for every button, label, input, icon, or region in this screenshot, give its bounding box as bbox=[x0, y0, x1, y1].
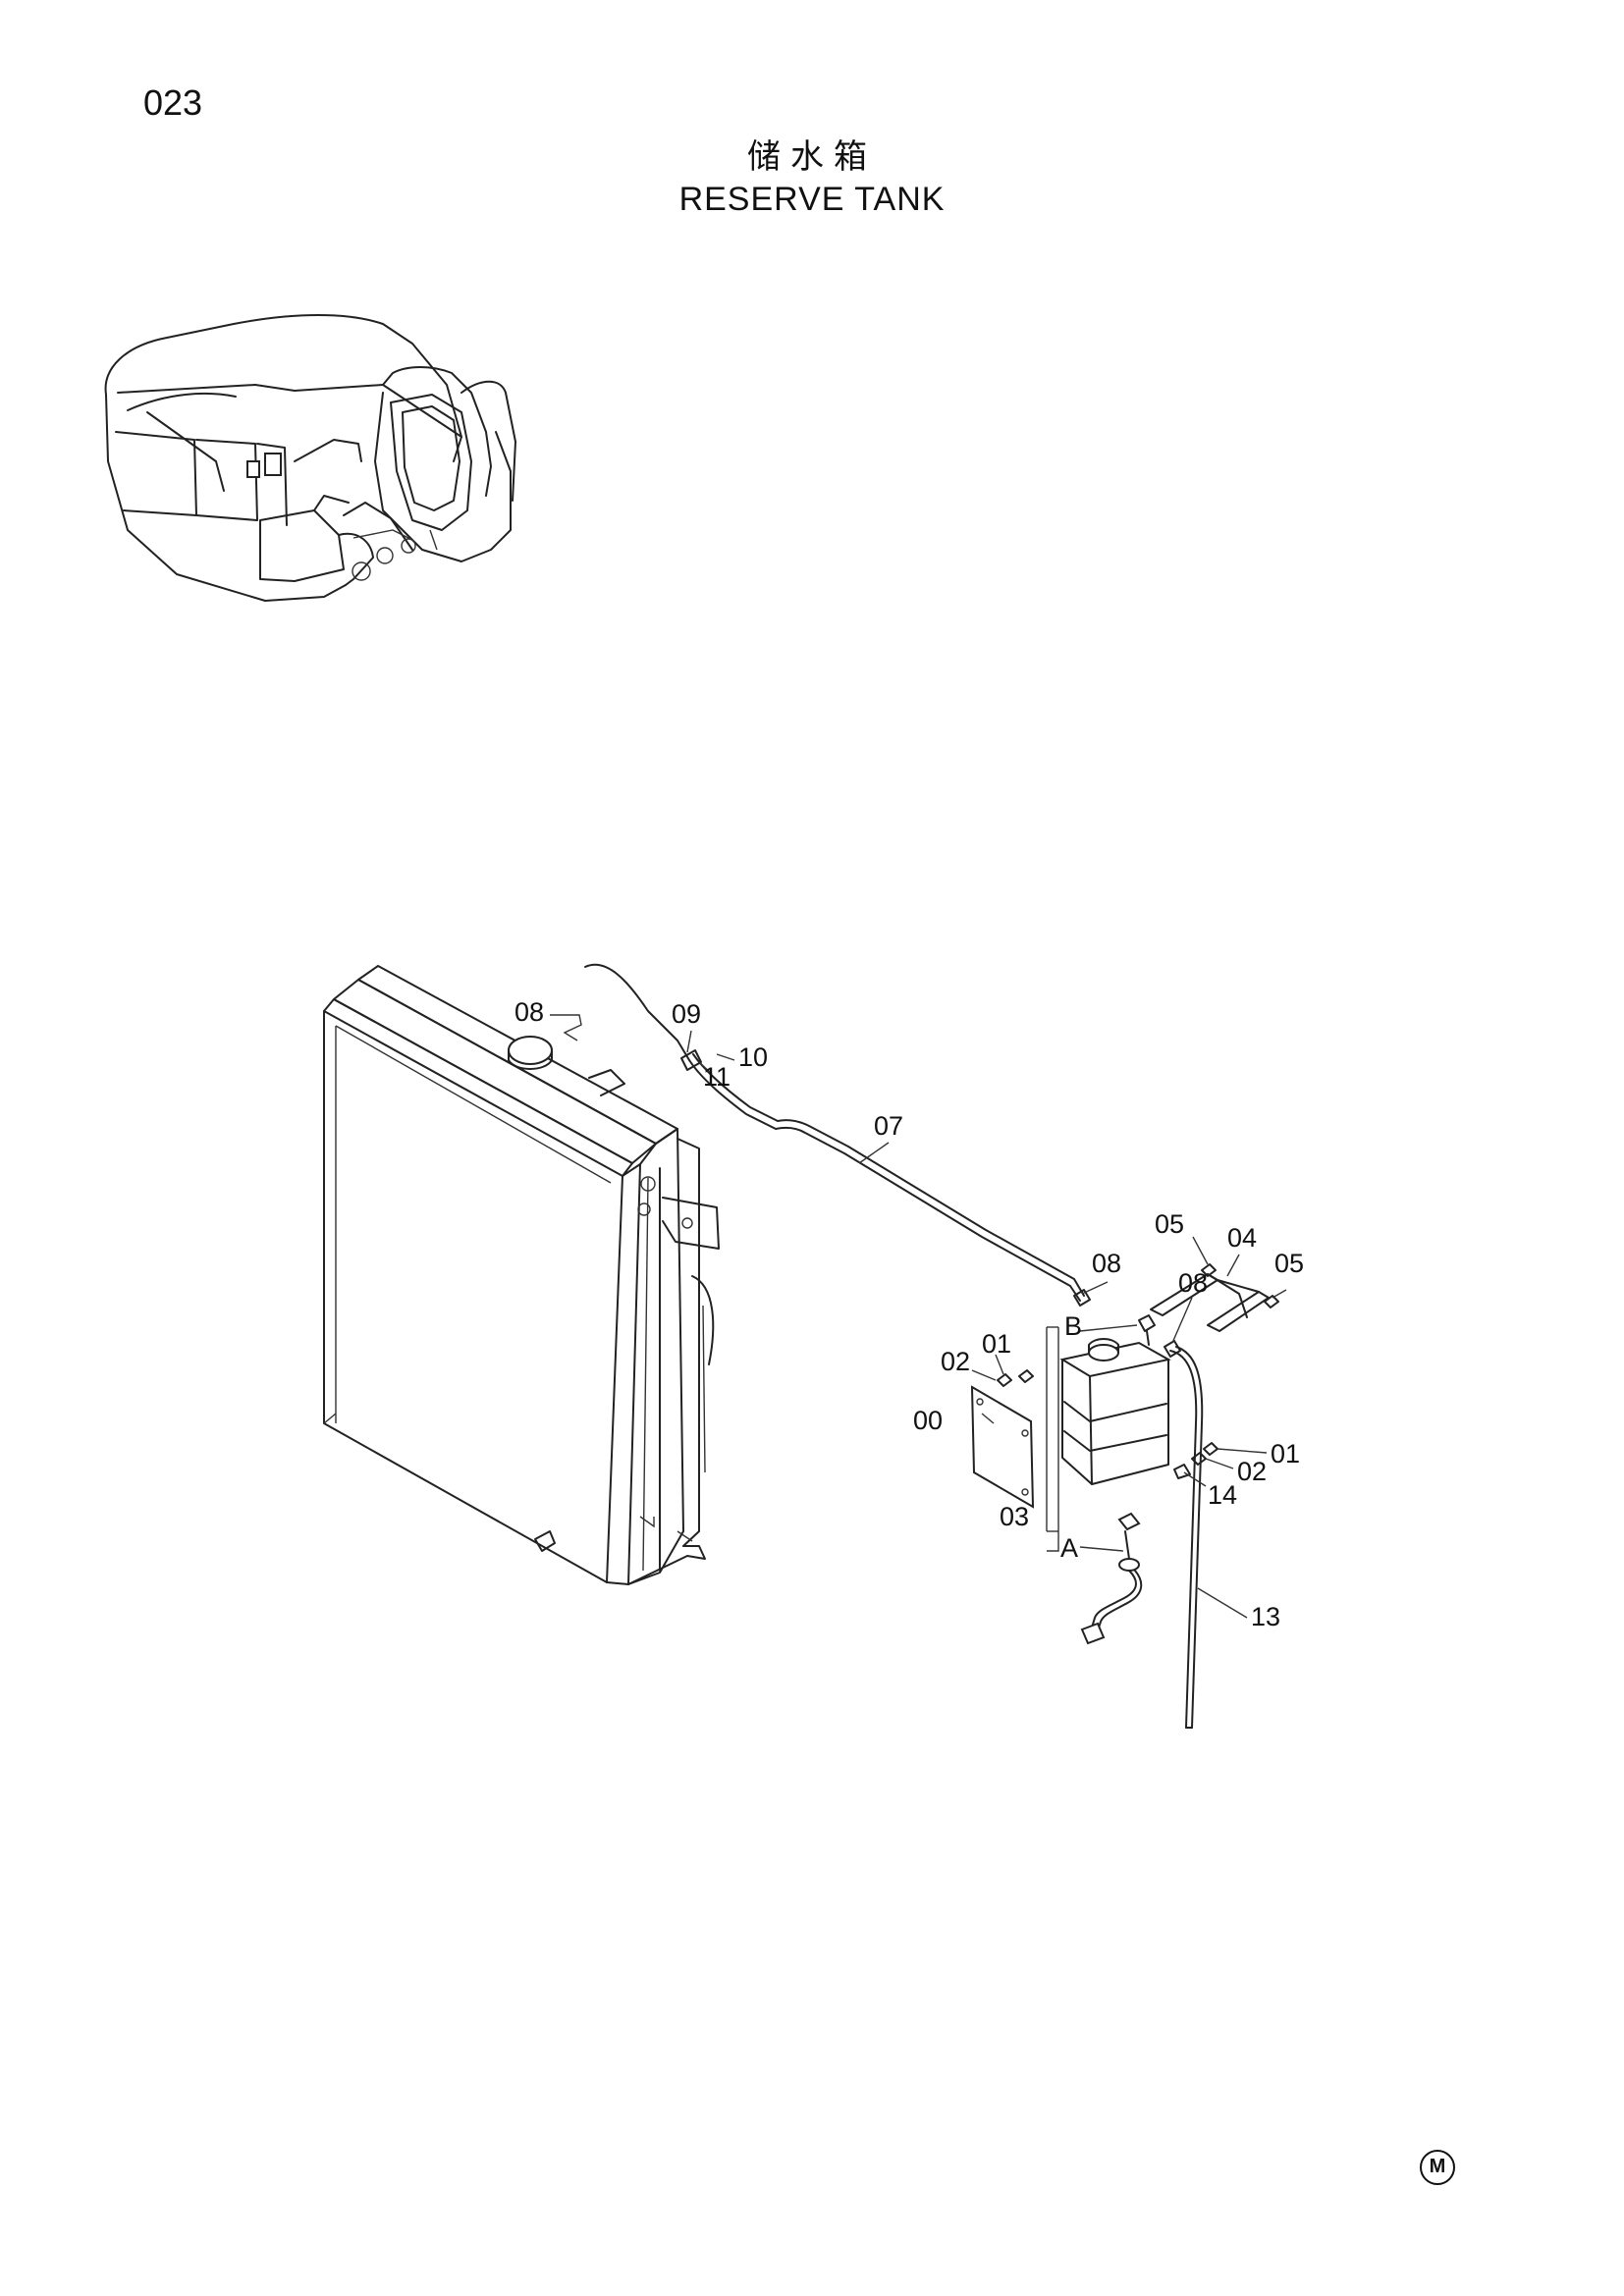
reserve-tank bbox=[970, 1263, 1279, 1729]
callout-01-right: 01 bbox=[1271, 1439, 1300, 1468]
radiator-assembly bbox=[323, 963, 720, 1585]
assembly-bracket-lines bbox=[1046, 1326, 1059, 1552]
callout-00: 00 bbox=[913, 1406, 943, 1435]
title-english: RESERVE TANK bbox=[678, 181, 946, 218]
callout-08-tank: 08 bbox=[1092, 1249, 1121, 1278]
ref-A: A bbox=[1060, 1533, 1078, 1563]
callout-08-right: 08 bbox=[1178, 1268, 1208, 1298]
callout-13: 13 bbox=[1251, 1602, 1280, 1631]
callout-14: 14 bbox=[1208, 1480, 1237, 1510]
callout-04: 04 bbox=[1227, 1223, 1257, 1253]
callout-labels: 08 09 10 11 07 05 04 05 08 08 B 01 02 00… bbox=[514, 997, 1304, 1631]
callout-11: 11 bbox=[703, 1062, 731, 1092]
callout-10: 10 bbox=[738, 1042, 768, 1072]
callout-09: 09 bbox=[672, 999, 701, 1029]
machine-overview-illustration bbox=[104, 314, 516, 602]
manufacturer-mark-icon: M bbox=[1420, 2150, 1455, 2185]
callout-07: 07 bbox=[874, 1111, 903, 1141]
leader-lines bbox=[550, 1014, 1287, 1619]
callout-01-left: 01 bbox=[982, 1329, 1011, 1359]
title-chinese: 储水箱 bbox=[747, 137, 877, 177]
page-number: 023 bbox=[143, 82, 203, 123]
callout-02-right: 02 bbox=[1237, 1457, 1267, 1486]
overflow-hose bbox=[680, 1049, 1085, 1302]
callout-08-top: 08 bbox=[514, 997, 544, 1027]
callout-05-left: 05 bbox=[1155, 1209, 1184, 1239]
callout-02-left: 02 bbox=[941, 1347, 970, 1376]
ref-B: B bbox=[1064, 1311, 1082, 1341]
callout-05-right: 05 bbox=[1274, 1249, 1304, 1278]
callout-03: 03 bbox=[1000, 1502, 1029, 1531]
